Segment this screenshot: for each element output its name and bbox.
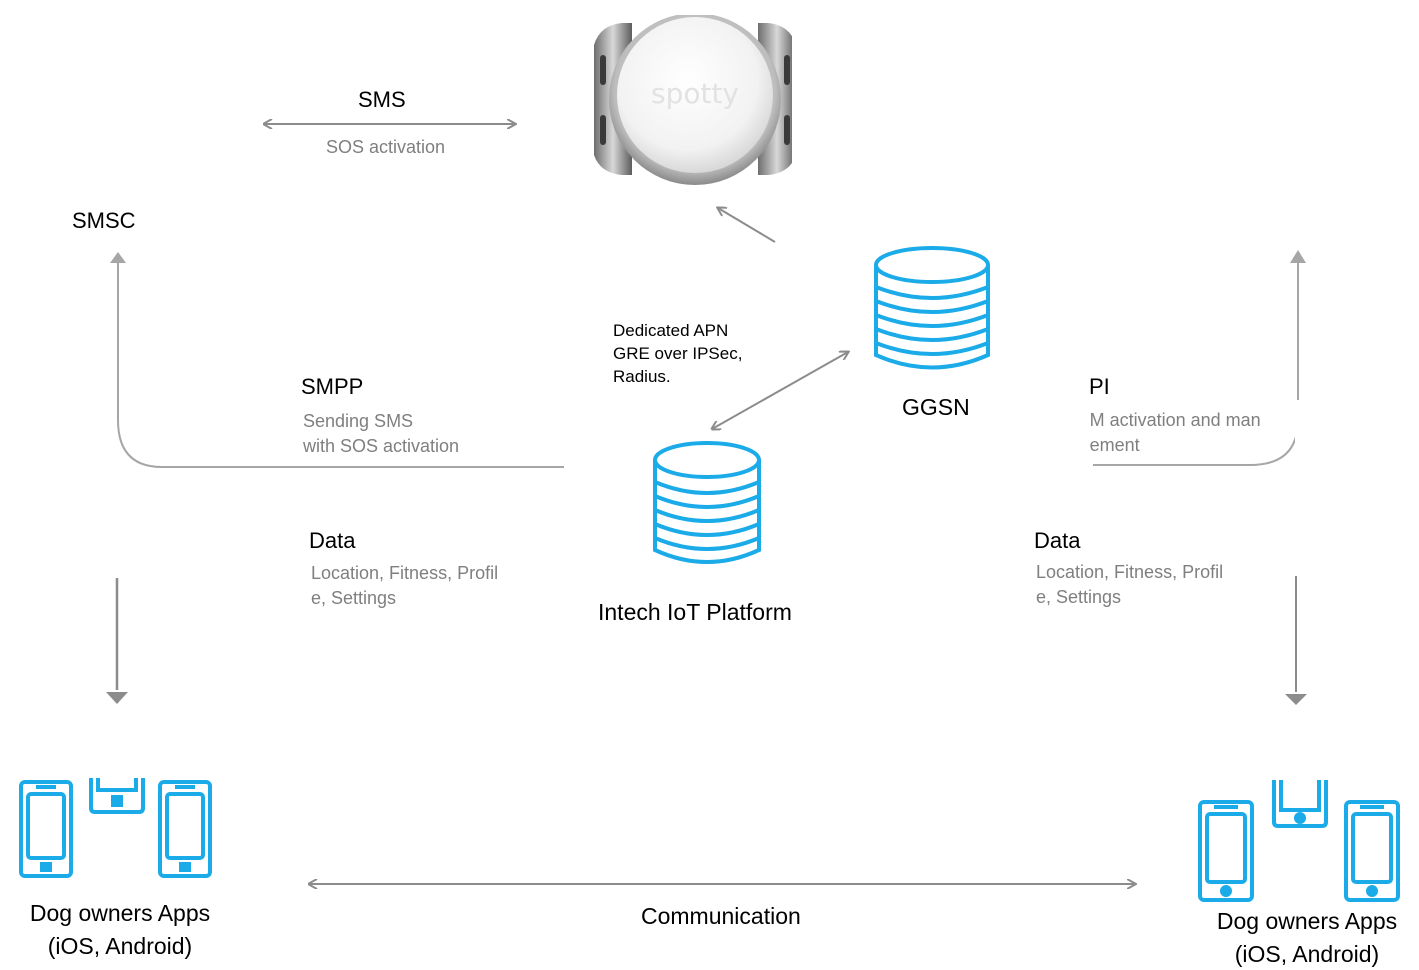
data-right-subtitle-line-1: Location, Fitness, Profil xyxy=(1036,562,1224,582)
smsc-node-label: SMSC xyxy=(72,208,136,233)
device-brand-text: spotty xyxy=(651,77,739,110)
smsc-arrowhead xyxy=(110,252,126,263)
data-right-title: Data xyxy=(1034,528,1081,553)
platform-database-icon xyxy=(653,441,761,564)
apn-line-2: GRE over IPSec, xyxy=(613,344,743,363)
platform-node-label: Intech IoT Platform xyxy=(598,599,792,625)
right-apps-label-line-2: (iOS, Android) xyxy=(1234,941,1380,967)
left-phones-icon xyxy=(19,778,212,878)
data-right-arrowhead xyxy=(1285,694,1307,705)
ggsn-device-arrow xyxy=(718,208,776,243)
data-left-title: Data xyxy=(309,528,356,553)
data-right-subtitle-line-2: e, Settings xyxy=(1036,587,1122,607)
data-left-subtitle-line-2: e, Settings xyxy=(311,588,397,608)
spotty-tracker-device-icon: spotty xyxy=(594,15,798,187)
right-phones-icon xyxy=(1198,780,1400,902)
ggsn-database-icon xyxy=(874,246,990,370)
right-apps-label-line-1: Dog owners Apps xyxy=(1216,908,1398,934)
communication-link-label: Communication xyxy=(641,903,801,929)
api-link-subtitle-line-1: M activation and man xyxy=(1086,410,1261,430)
sms-link-subtitle: SOS activation xyxy=(326,137,446,157)
data-left-subtitle-line-1: Location, Fitness, Profil xyxy=(311,563,499,583)
data-left-arrowhead xyxy=(106,692,128,704)
api-link-title: PI xyxy=(1089,374,1110,399)
left-apps-label-line-1: Dog owners Apps xyxy=(29,900,211,926)
smpp-link-subtitle-line-1: Sending SMS xyxy=(303,411,414,431)
apn-line-3: Radius. xyxy=(613,367,671,386)
api-arrowhead xyxy=(1290,250,1306,263)
smpp-link-title: SMPP xyxy=(301,374,364,399)
apn-line-1: Dedicated APN xyxy=(613,321,729,340)
platform-ggsn-arrow xyxy=(712,352,848,429)
left-apps-label-line-2: (iOS, Android) xyxy=(47,933,193,959)
ggsn-node-label: GGSN xyxy=(902,394,970,420)
sms-link-title: SMS xyxy=(358,87,406,112)
api-text-mask xyxy=(1295,400,1305,460)
smpp-link-subtitle-line-2: with SOS activation xyxy=(303,436,460,456)
api-link-subtitle-line-2: ement xyxy=(1086,435,1140,455)
smpp-connector xyxy=(117,262,564,468)
